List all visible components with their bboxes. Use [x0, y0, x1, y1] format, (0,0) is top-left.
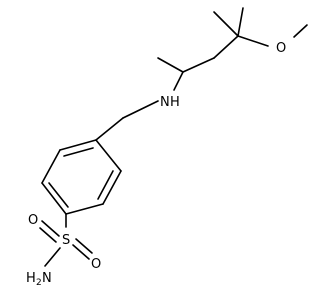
- sulfonyl-o-left-label: O: [28, 213, 38, 228]
- sulfonyl-double-bond-left-a: [41, 220, 60, 237]
- sulfonamide-h-label: H: [26, 271, 36, 286]
- ring-bond-top-upper-left: [59, 139, 97, 151]
- ring-double-bond-right: [97, 170, 114, 200]
- bond-ch2-quaternary-c: [213, 35, 239, 59]
- bond-quaternary-methyl-top: [237, 7, 244, 37]
- sulfonamide-n-label: N: [42, 271, 52, 286]
- sulfonyl-s-label: S: [62, 233, 70, 248]
- amine-n-label: N: [160, 95, 170, 110]
- bond-ch2-ring: [95, 117, 124, 141]
- bond-ch-ch2: [182, 57, 215, 73]
- ring-double-bond-top: [63, 147, 94, 157]
- ring-bond-upper-left-lower-left: [41, 149, 61, 184]
- sulfonyl-o-right-label: O: [91, 257, 101, 272]
- sulfonamide-h-count-label: 2: [36, 278, 42, 288]
- ether-o-label: O: [276, 41, 286, 56]
- sulfonyl-double-bond-right-b: [75, 238, 93, 254]
- bond-quaternary-methyl-left: [213, 11, 239, 37]
- ring-bond-upper-right-top: [95, 139, 122, 172]
- sulfonyl-double-bond-right-a: [72, 244, 90, 260]
- bond-nh-ch2: [122, 100, 159, 119]
- bond-o-methyl: [293, 24, 308, 38]
- ring-bond-bottom-lower-right: [65, 203, 104, 215]
- bond-sulfur-nitrogen: [44, 247, 61, 267]
- bond-quaternary-o: [237, 35, 269, 47]
- bond-methyl-ch: [157, 57, 184, 73]
- ring-bond-lower-right-upper-right: [102, 170, 122, 205]
- bond-ch-nh: [173, 71, 184, 91]
- ring-bond-lower-left-bottom: [41, 182, 67, 215]
- ring-double-bond-lower-left: [48, 182, 69, 208]
- amine-h-label: H: [170, 95, 180, 110]
- sulfonyl-double-bond-left-b: [39, 227, 57, 243]
